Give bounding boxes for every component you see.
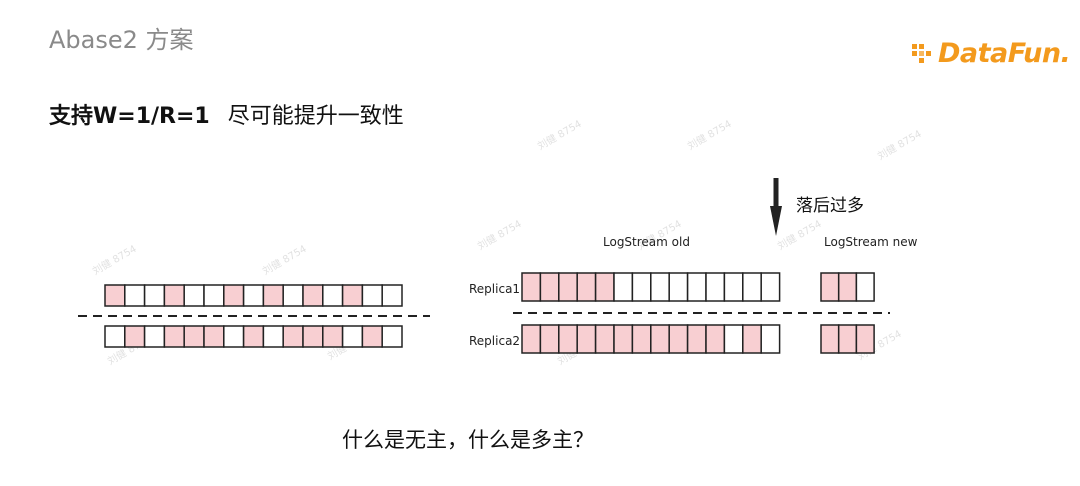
replica2-label: Replica2 [469, 334, 520, 348]
replica1-new-cell-3 [855, 272, 875, 302]
replica1-new-log [820, 272, 875, 302]
left-row1-cell-10 [282, 284, 304, 307]
replica2-old-cell-3 [558, 324, 578, 354]
watermark-text-2: 刘健 8754 [261, 243, 309, 278]
replica1-old-cell-8 [650, 272, 670, 302]
replica2-old-log [521, 324, 781, 354]
replica2-old-cell-8 [650, 324, 670, 354]
left-row2-cell-11 [302, 325, 324, 348]
left-row2-cell-5 [183, 325, 205, 348]
replica1-old-cell-3 [558, 272, 578, 302]
watermark-text-12: 刘健 8754 [536, 118, 584, 153]
lag-arrow-icon [770, 178, 782, 236]
logo-pixel-icon [912, 38, 936, 68]
left-row1-cell-1 [104, 284, 126, 307]
headline-bold: 支持W=1/R=1 [49, 104, 210, 129]
replica1-old-cell-5 [594, 272, 615, 302]
replica1-old-cell-14 [760, 272, 781, 302]
left-row2-cell-4 [163, 325, 185, 348]
replica2-new-cell-2 [837, 324, 858, 354]
replica2-new-cell-1 [820, 324, 840, 354]
watermark-text-6: 刘健 8754 [876, 128, 924, 163]
watermark-text-11: 刘健 8754 [686, 118, 734, 153]
section-title: Abase2 方案 [49, 26, 194, 54]
left-row1-cell-15 [381, 284, 403, 307]
left-row2-cell-14 [361, 325, 383, 348]
left-row1-cell-2 [124, 284, 146, 307]
left-row1-cell-12 [322, 284, 344, 307]
left-row1-cell-6 [203, 284, 225, 307]
left-row2-cell-1 [104, 325, 126, 348]
left-row1-cell-3 [143, 284, 166, 307]
replica2-new-log [820, 324, 875, 354]
left-row2-cell-8 [242, 325, 265, 348]
datafun-logo: DataFun. [912, 36, 1071, 70]
logo-text: DataFun. [938, 37, 1071, 69]
left-row2-cell-2 [124, 325, 146, 348]
left-row2-cell-7 [223, 325, 245, 348]
replica2-old-cell-10 [686, 324, 707, 354]
replica1-old-cell-12 [723, 272, 744, 302]
replica2-old-cell-9 [668, 324, 689, 354]
watermark-text-3: 刘健 8754 [476, 218, 524, 253]
left-row2-cell-10 [282, 325, 304, 348]
replica1-old-cell-7 [631, 272, 652, 302]
replica2-old-cell-4 [576, 324, 597, 354]
lag-label: 落后过多 [796, 196, 864, 216]
replica1-old-log [521, 272, 781, 302]
replica1-new-cell-2 [837, 272, 858, 302]
replica2-old-cell-1 [521, 324, 542, 354]
left-row1-cell-4 [163, 284, 185, 307]
headline: 支持W=1/R=1 尽可能提升一致性 [49, 98, 404, 130]
replica1-old-cell-13 [742, 272, 762, 302]
left-log-row-2 [104, 325, 403, 348]
replica1-old-cell-10 [686, 272, 707, 302]
replica2-new-cell-3 [855, 324, 875, 354]
replica1-old-cell-11 [705, 272, 726, 302]
left-log-row-1 [104, 284, 403, 307]
logstream-new-label: LogStream new [824, 235, 918, 249]
left-row2-cell-9 [262, 325, 284, 348]
left-row1-cell-14 [361, 284, 383, 307]
replica2-old-cell-7 [631, 324, 652, 354]
replica2-old-cell-13 [742, 324, 762, 354]
replica2-old-cell-5 [594, 324, 615, 354]
left-row2-cell-6 [203, 325, 225, 348]
headline-rest: 尽可能提升一致性 [227, 104, 404, 129]
replica2-old-cell-14 [760, 324, 781, 354]
left-row1-cell-8 [242, 284, 265, 307]
replica1-label: Replica1 [469, 282, 520, 296]
replica1-old-cell-6 [613, 272, 634, 302]
replica1-old-cell-4 [576, 272, 597, 302]
replica2-old-cell-11 [705, 324, 726, 354]
replica1-old-cell-9 [668, 272, 689, 302]
left-row1-cell-11 [302, 284, 324, 307]
replica2-old-cell-6 [613, 324, 634, 354]
replica2-old-cell-12 [723, 324, 744, 354]
left-row2-cell-15 [381, 325, 403, 348]
replica1-old-cell-1 [521, 272, 542, 302]
left-row1-cell-9 [262, 284, 284, 307]
question-text: 什么是无主，什么是多主？ [342, 428, 594, 452]
logstream-old-label: LogStream old [603, 235, 690, 249]
left-row2-cell-13 [341, 325, 364, 348]
left-row2-cell-12 [322, 325, 344, 348]
left-row1-cell-7 [223, 284, 245, 307]
left-row2-cell-3 [143, 325, 166, 348]
watermark-text-5: 刘健 8754 [776, 218, 824, 253]
replica2-old-cell-2 [539, 324, 560, 354]
replica1-old-cell-2 [539, 272, 560, 302]
replica1-new-cell-1 [820, 272, 840, 302]
left-row1-cell-13 [341, 284, 364, 307]
left-row1-cell-5 [183, 284, 205, 307]
watermark-text-1: 刘健 8754 [91, 243, 139, 278]
